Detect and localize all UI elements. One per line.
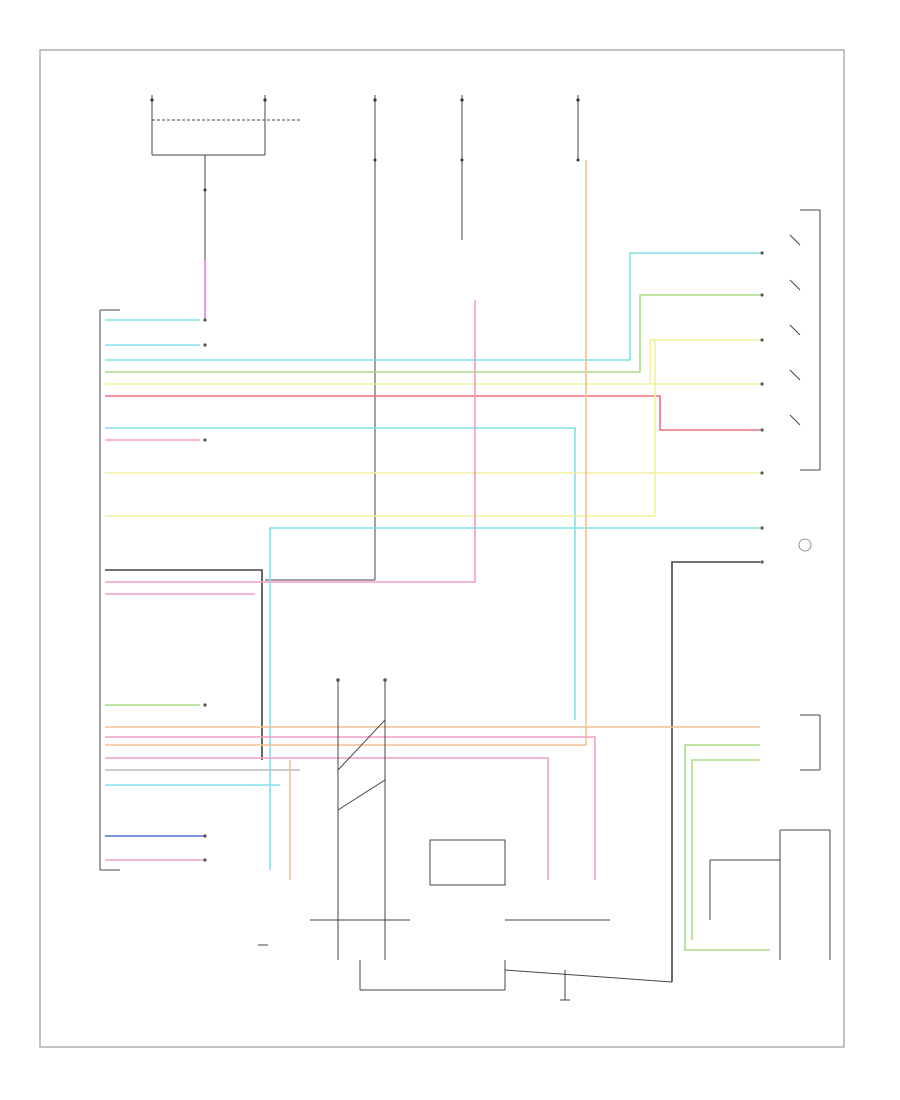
wire-light-green <box>691 759 760 940</box>
connector-pin-icon <box>203 834 207 838</box>
sensor-icon <box>798 538 812 552</box>
switch-contact-icon <box>789 369 801 381</box>
bottom-actuator-section <box>258 678 673 1001</box>
fuse-icon <box>576 98 580 102</box>
switch-contact-icon <box>789 324 801 336</box>
connector-pin-icon <box>760 471 764 475</box>
wire-black <box>105 569 263 760</box>
control-module <box>99 309 120 871</box>
wire-yellow <box>105 340 656 517</box>
connector-pin-icon <box>203 438 207 442</box>
wire-orange <box>105 160 587 746</box>
connector-pin-icon <box>760 560 764 564</box>
switch-contact-icon <box>789 414 801 426</box>
wire-yellow <box>105 339 760 385</box>
connector-pin-icon <box>760 293 764 297</box>
wire-light-blue <box>269 527 760 870</box>
wire-pink <box>105 736 596 880</box>
wire-red <box>105 395 760 431</box>
fuse-icon <box>373 98 377 102</box>
fuse-icon <box>263 98 267 102</box>
wire-light-green <box>105 294 760 373</box>
connector-pin-icon <box>760 382 764 386</box>
connector-pin-icon <box>760 428 764 432</box>
diagram-frame <box>39 49 845 1048</box>
connector-markers <box>203 251 764 862</box>
switch-contact-icon <box>789 234 801 246</box>
wire-pink <box>105 300 476 583</box>
wire-light-blue <box>105 252 760 361</box>
connector-pin-icon <box>760 526 764 530</box>
connector-pin-icon <box>760 338 764 342</box>
wire-light-green <box>684 744 770 951</box>
wire-black <box>671 561 760 982</box>
connector-pin-icon <box>760 251 764 255</box>
connector-pin-icon <box>203 703 207 707</box>
wire-light-blue <box>105 427 576 720</box>
wire-pink <box>105 757 549 880</box>
fuse-icon <box>460 98 464 102</box>
connector-pin-icon <box>203 858 207 862</box>
fuse-section <box>150 95 580 581</box>
connector-pin-icon <box>203 318 207 322</box>
connector-pin-icon <box>203 343 207 347</box>
wire-harness <box>105 160 760 982</box>
fuse-icon <box>150 98 154 102</box>
switch-contact-icon <box>789 279 801 291</box>
right-switch-block <box>684 209 831 960</box>
